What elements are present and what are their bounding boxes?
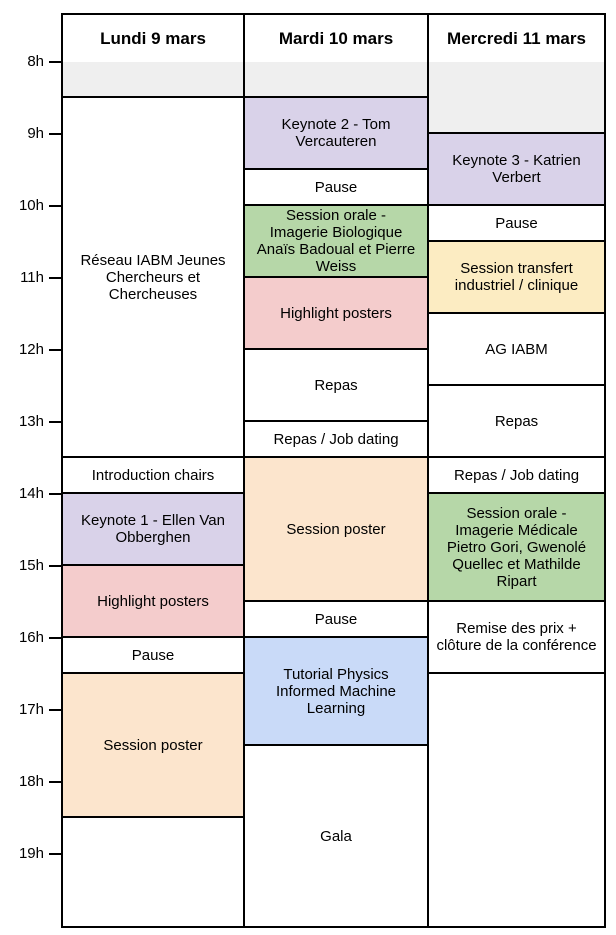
event-label: Highlight posters [97, 592, 209, 610]
event-block [63, 818, 243, 926]
event-block: Session transfert industriel / clinique [429, 242, 604, 314]
event-label: Highlight posters [280, 304, 392, 322]
event-block: Keynote 1 - Ellen Van Obberghen [63, 494, 243, 566]
time-label: 18h [18, 773, 44, 790]
time-tick [49, 277, 61, 279]
time-label: 14h [18, 485, 44, 502]
event-label: Introduction chairs [91, 466, 215, 484]
event-label: Session orale - Imagerie Biologique Anaï… [256, 207, 416, 275]
event-label: Pause [495, 214, 538, 232]
event-block: Pause [245, 170, 427, 206]
event-block: Session poster [245, 458, 427, 602]
time-label: 10h [18, 197, 44, 214]
time-tick [49, 421, 61, 423]
event-label: Repas / Job dating [273, 430, 399, 448]
event-block: Repas / Job dating [429, 458, 604, 494]
day-column-lundi: Lundi 9 mars Réseau IABM Jeunes Chercheu… [63, 15, 243, 926]
event-block: Réseau IABM Jeunes Chercheurs et Cherche… [63, 98, 243, 458]
time-label: 11h [20, 269, 44, 286]
event-block: Repas / Job dating [245, 422, 427, 458]
event-label: Keynote 1 - Ellen Van Obberghen [81, 512, 225, 546]
time-axis: 8h 9h 10h 11h 12h 13h 14h 15h 16h 17h 18h 19h [0, 0, 61, 935]
time-label: 17h [18, 701, 44, 718]
event-label: Repas [314, 376, 358, 394]
time-label: 15h [18, 557, 44, 574]
time-label: 16h [18, 629, 44, 646]
time-label: 13h [18, 413, 44, 430]
event-block: Repas [245, 350, 427, 422]
event-block: Highlight posters [245, 278, 427, 350]
schedule-table: Lundi 9 mars Réseau IABM Jeunes Chercheu… [61, 13, 606, 928]
event-label: Keynote 2 - Tom Vercauteren [281, 116, 391, 150]
event-block: Pause [245, 602, 427, 638]
event-block: AG IABM [429, 314, 604, 386]
time-tick [49, 493, 61, 495]
event-label: Session orale - Imagerie Médicale Pietro… [446, 504, 587, 590]
event-label: Pause [314, 610, 358, 628]
event-label: Session poster [103, 736, 203, 754]
time-label: 8h [27, 53, 44, 70]
day-header-mercredi: Mercredi 11 mars [429, 15, 604, 64]
event-label: Réseau IABM Jeunes Chercheurs et Cherche… [80, 251, 226, 303]
event-block: Pause [429, 206, 604, 242]
event-block: Highlight posters [63, 566, 243, 638]
event-block [63, 62, 243, 98]
event-block: Repas [429, 386, 604, 458]
event-label: Repas [494, 412, 539, 430]
event-label: Keynote 3 - Katrien Verbert [452, 152, 581, 186]
event-label: Remise des prix + clôture de la conféren… [436, 620, 597, 654]
time-tick [49, 781, 61, 783]
day-header-lundi: Lundi 9 mars [63, 15, 243, 64]
event-label: Pause [314, 178, 358, 196]
event-block: Tutorial Physics Informed Machine Learni… [245, 638, 427, 746]
time-label: 12h [18, 341, 44, 358]
event-label: Session poster [286, 520, 386, 538]
time-tick [49, 853, 61, 855]
event-block [429, 62, 604, 134]
day-header-mardi: Mardi 10 mars [245, 15, 427, 64]
time-tick [49, 709, 61, 711]
time-tick [49, 61, 61, 63]
time-tick [49, 637, 61, 639]
event-block: Remise des prix + clôture de la conféren… [429, 602, 604, 674]
event-block: Session orale - Imagerie Médicale Pietro… [429, 494, 604, 602]
event-label: Session transfert industriel / clinique [454, 260, 579, 294]
time-tick [49, 133, 61, 135]
day-column-mardi: Mardi 10 mars Keynote 2 - Tom Vercautere… [243, 15, 427, 926]
time-label: 9h [27, 125, 44, 142]
time-label: 19h [18, 845, 44, 862]
event-label: AG IABM [485, 340, 548, 358]
event-block: Pause [63, 638, 243, 674]
event-block: Session orale - Imagerie Biologique Anaï… [245, 206, 427, 278]
day-column-mercredi: Mercredi 11 mars Keynote 3 - Katrien Ver… [427, 15, 604, 926]
time-tick [49, 349, 61, 351]
time-tick [49, 205, 61, 207]
event-block [429, 674, 604, 926]
event-label: Pause [131, 646, 175, 664]
event-block: Session poster [63, 674, 243, 818]
event-block: Keynote 3 - Katrien Verbert [429, 134, 604, 206]
event-label: Repas / Job dating [453, 466, 580, 484]
event-label: Tutorial Physics Informed Machine Learni… [275, 665, 397, 717]
time-tick [49, 565, 61, 567]
event-block: Keynote 2 - Tom Vercauteren [245, 98, 427, 170]
event-block: Gala [245, 746, 427, 926]
event-block: Introduction chairs [63, 458, 243, 494]
event-block [245, 62, 427, 98]
event-label: Gala [320, 827, 352, 845]
